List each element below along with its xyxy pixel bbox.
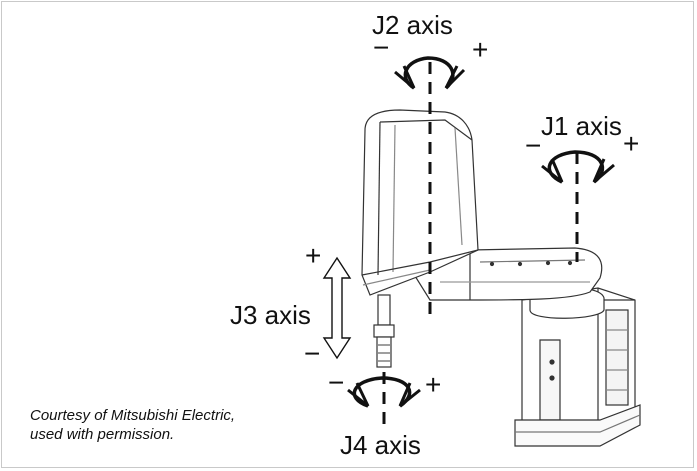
j1-axis-label: J1 axis: [541, 111, 622, 141]
j3-plus-sign: +: [305, 240, 322, 271]
j3-linear-arrow: [322, 256, 352, 360]
credit-line-2: used with permission.: [30, 426, 175, 443]
j4-minus-sign: −: [328, 367, 345, 398]
j2-rotation-arrow: [394, 56, 466, 90]
j3-axis-label: J3 axis: [230, 300, 311, 330]
j4-rotation-arrow: [347, 376, 421, 408]
ball-screw-shaft: [373, 294, 395, 368]
j3-minus-sign: −: [304, 338, 321, 369]
j2-axis-label: J2 axis: [372, 10, 453, 40]
j2-plus-sign: +: [472, 34, 489, 65]
axis-centerlines: [382, 62, 579, 430]
j1-minus-sign: −: [525, 130, 542, 161]
credit-line-1: Courtesy of Mitsubishi Electric,: [30, 407, 236, 424]
image-credit: Courtesy of Mitsubishi Electric, used wi…: [30, 406, 235, 444]
robot-arm: [409, 247, 603, 301]
robot-base: [514, 287, 641, 447]
j2-minus-sign: −: [373, 32, 390, 63]
j1-plus-sign: +: [623, 128, 640, 159]
j4-plus-sign: +: [425, 369, 442, 400]
j4-axis-label: J4 axis: [340, 430, 421, 460]
j1-rotation-arrow: [541, 150, 615, 184]
